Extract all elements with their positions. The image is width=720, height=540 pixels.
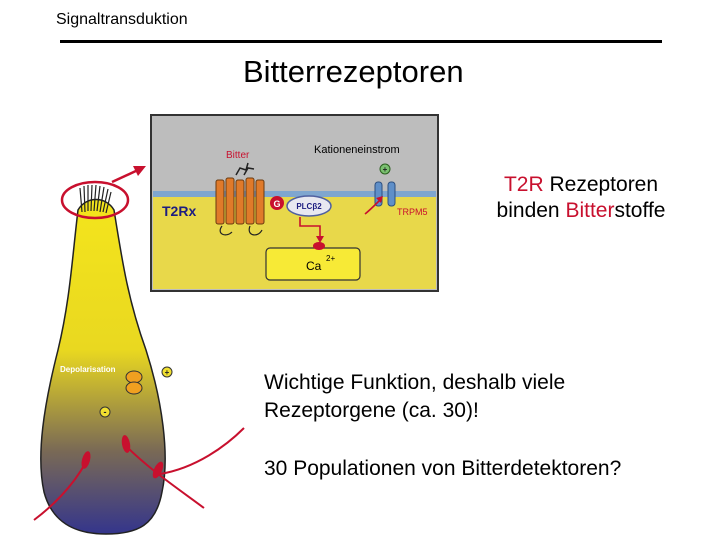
svg-text:+: + [165, 368, 170, 377]
cell-membrane [153, 191, 436, 197]
svg-text:-: - [104, 407, 107, 417]
depolarisation-label: Depolarisation [60, 365, 116, 374]
svg-text:+: + [383, 165, 388, 174]
trpm5-label: TRPM5 [397, 207, 428, 217]
signal-arrows [299, 199, 381, 238]
receptor-line1-rest: Rezeptoren [543, 173, 659, 196]
t2r-receptor-icon [215, 177, 265, 236]
bitter-label: Bitter [226, 150, 250, 161]
t2r-highlight: T2R [503, 173, 544, 196]
receptor-statement: T2R Rezeptoren binden Bitterstoffe [470, 172, 692, 224]
cation-influx-label: Kationeneinstrom [314, 144, 400, 156]
svg-text:2+: 2+ [326, 254, 335, 263]
calcium-store: Ca 2+ [265, 247, 361, 281]
bitter-ligand-icon [235, 162, 255, 176]
bitter-highlight: Bitter [565, 199, 615, 222]
receptor-label: T2Rx [162, 203, 196, 219]
signaling-inset: Bitter Kationeneinstrom T2Rx G PLCβ2 [150, 114, 439, 292]
ip3-receptor-icon [313, 242, 325, 250]
receptor-line2-end: stoffe [614, 199, 666, 222]
minus-charge-icon: - [99, 406, 111, 418]
section-label: Signaltransduktion [56, 11, 188, 28]
nerve-fibers [33, 427, 245, 521]
plc-beta2-icon: PLCβ2 [286, 195, 332, 217]
arrowhead-ca [316, 236, 324, 243]
microvilli [79, 184, 112, 214]
taste-cell: Depolarisation + - [33, 166, 245, 535]
slide-title: Bitterrezeptoren [243, 54, 464, 89]
receptor-line2-start: binden [496, 199, 566, 222]
g-protein-icon: G [270, 196, 284, 210]
population-question: 30 Populationen von Bitterdetektoren? [264, 457, 622, 480]
taste-cell-body [40, 198, 166, 535]
function-line-1: Wichtige Funktion, deshalb viele [264, 371, 566, 394]
nerve-endings [81, 435, 164, 479]
svg-text:G: G [273, 199, 280, 209]
function-line-2: Rezeptorgene (ca. 30)! [264, 399, 479, 422]
svg-text:Ca: Ca [306, 259, 322, 273]
header-divider [60, 40, 662, 43]
highlight-circle [60, 180, 130, 220]
svg-text:PLCβ2: PLCβ2 [296, 202, 322, 211]
zoom-arrow [111, 166, 146, 184]
plus-charge-icon: + [161, 366, 173, 378]
arrowhead-trpm5 [376, 196, 383, 203]
ion-channel-icon [125, 370, 143, 395]
